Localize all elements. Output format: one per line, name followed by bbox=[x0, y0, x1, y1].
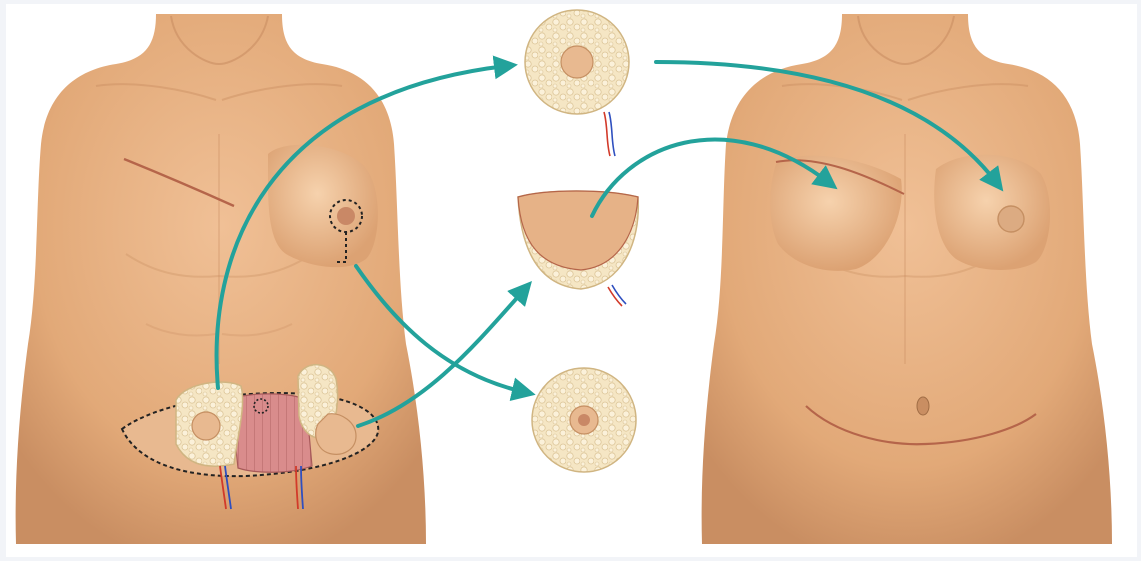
figure-canvas bbox=[6, 4, 1137, 557]
tissue-piece-top bbox=[525, 10, 629, 156]
reconstructed-nipple bbox=[998, 206, 1024, 232]
tissue-piece-middle bbox=[518, 191, 638, 306]
tissue-pieces bbox=[518, 10, 638, 472]
tissue-piece-bottom bbox=[532, 368, 636, 472]
illustration bbox=[6, 4, 1137, 557]
after-torso bbox=[702, 14, 1112, 544]
after-torso-body bbox=[702, 14, 1112, 544]
navel bbox=[917, 397, 929, 415]
matched-breast bbox=[934, 155, 1050, 270]
nipple bbox=[337, 207, 355, 225]
